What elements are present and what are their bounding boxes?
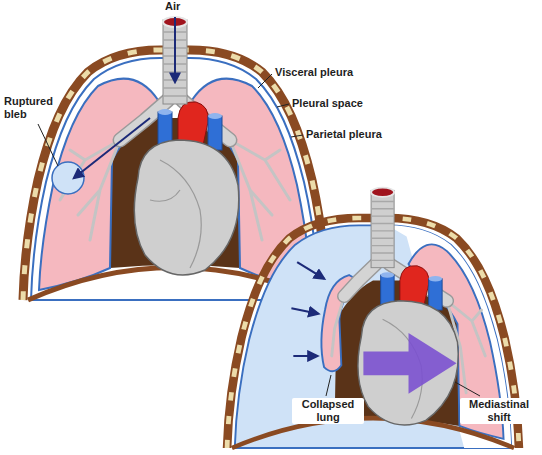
leader-line [38,124,58,166]
pressure-arrow [291,308,318,314]
air-label: Air [165,0,180,13]
heart [134,102,239,275]
heart [134,140,239,275]
trachea [371,188,394,197]
heart [381,272,394,278]
leader-line [291,135,303,137]
heart [208,113,222,119]
trachea [371,201,394,260]
pressure-arrow [297,262,324,279]
pressure-arrow [293,355,317,357]
leader-line [326,375,480,396]
pleura-label: Pleural space [292,97,363,110]
bleb-label: Ruptured bleb [4,95,64,121]
heart [358,266,458,425]
shift-label: Mediastinal shift [460,398,538,424]
heart [429,276,442,282]
heart [208,116,222,150]
air-arrow [174,17,176,82]
trachea [371,190,394,267]
pleura-label: Parietal pleura [306,128,382,141]
bronchial-tree [332,296,344,356]
heart [358,301,458,425]
trachea [163,17,187,104]
pleura-label: Visceral pleura [275,66,353,79]
leader-line [326,375,331,396]
heart [150,160,201,268]
leader-line [277,104,289,107]
trachea [371,188,394,268]
lung-label: Collapsed lung [292,398,364,424]
normal-thorax [23,17,327,300]
leader-line [38,74,303,166]
heart [158,109,172,115]
air-arrow [74,118,150,178]
leader-line [258,74,272,88]
ruptured-bleb [52,162,84,194]
leader-line [455,382,480,396]
heart [429,279,442,310]
shift-arrow [363,333,456,394]
pressure-arrow [291,262,324,356]
